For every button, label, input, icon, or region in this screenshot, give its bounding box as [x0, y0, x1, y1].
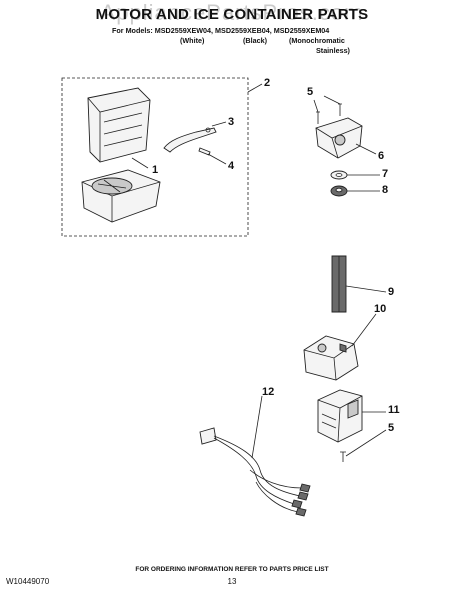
color-white: (White): [180, 36, 205, 45]
leader-lines: [131, 83, 387, 459]
screw-bottom: [340, 451, 346, 462]
callout-6: 6: [378, 150, 385, 162]
document-number: W10449070: [6, 577, 50, 586]
motor-cover: [303, 335, 359, 381]
callout-7: 7: [382, 168, 389, 180]
ice-bail-part: [163, 127, 217, 153]
washer: [330, 170, 348, 180]
callout-4: 4: [228, 160, 235, 172]
callout-2: 2: [264, 77, 271, 89]
page-number: 13: [227, 577, 237, 586]
callout-1: 1: [152, 164, 159, 176]
callout-3: 3: [228, 116, 235, 128]
color-mono-1: (Monochromatic: [289, 36, 345, 45]
color-mono-2: Stainless): [316, 46, 350, 55]
bearing: [330, 185, 348, 197]
watermark: AppliancePartsPros.com: [100, 0, 364, 25]
ice-container-assembly-outline: [61, 77, 249, 237]
motor-bracket: [315, 117, 363, 159]
callout-10: 10: [374, 303, 387, 315]
callout-11: 11: [388, 404, 400, 416]
page-title: MOTOR AND ICE CONTAINER PARTS: [95, 6, 369, 23]
color-black: (Black): [243, 36, 267, 45]
models-line: For Models: MSD2559XEW04, MSD2559XEB04, …: [112, 26, 330, 35]
ordering-note: FOR ORDERING INFORMATION REFER TO PARTS …: [135, 566, 329, 573]
callout-12: 12: [262, 386, 275, 398]
callout-8: 8: [382, 184, 389, 196]
wire-harness: [199, 427, 311, 517]
auger-motor: [317, 389, 363, 443]
callout-9: 9: [388, 286, 395, 298]
ice-container-bin: [81, 87, 161, 223]
callout-5-top: 5: [307, 86, 314, 98]
callout-5-bottom: 5: [388, 422, 395, 434]
drive-shaft: [331, 255, 347, 313]
